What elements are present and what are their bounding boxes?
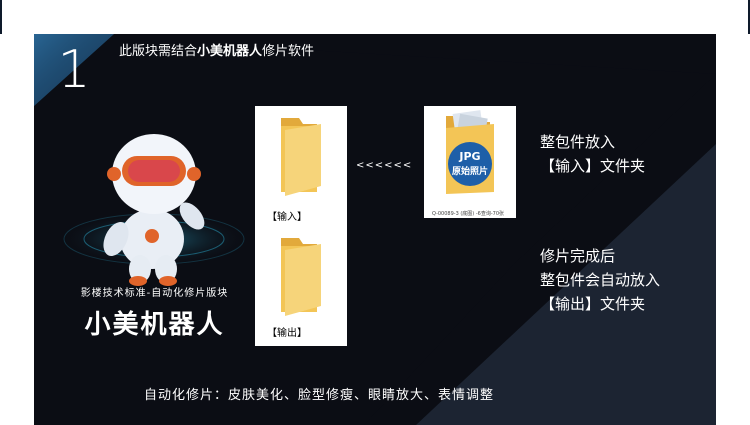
badge-line1: JPG <box>459 150 481 163</box>
input-folder-card[interactable]: 【输入】 <box>255 106 347 226</box>
top-strip <box>0 0 750 34</box>
photo-folder-icon <box>446 110 494 194</box>
input-folder-label: 【输入】 <box>267 212 307 223</box>
section-number: 1 <box>57 40 91 100</box>
title-suffix: 修片软件 <box>262 44 315 59</box>
folder-icon <box>281 238 321 316</box>
content-panel: 1 此版块需结合小美机器人修片软件 影楼技术标准-自 <box>34 34 716 425</box>
section-title: 此版块需结合小美机器人修片软件 <box>119 40 314 59</box>
step2-line2: 整包件会自动放入 <box>540 271 661 289</box>
title-bold: 小美机器人 <box>197 44 263 59</box>
left-edge-line <box>0 0 2 34</box>
step2-text: 修片完成后 整包件会自动放入 【输出】文件夹 <box>540 244 660 316</box>
title-prefix: 此版块需结合 <box>119 44 198 59</box>
step1-text: 整包件放入 【输入】文件夹 <box>540 130 645 178</box>
step1-line2: 【输入】文件夹 <box>540 157 646 175</box>
badge-line2: 原始照片 <box>451 167 488 177</box>
features-footer: 自动化修片：皮肤美化、脸型修瘦、眼睛放大、表情调整 <box>144 388 495 403</box>
output-folder-label: 【输出】 <box>267 328 307 339</box>
transfer-arrows: <<<<<< <box>356 160 413 171</box>
source-photos-card[interactable]: JPG 原始照片 Q-00089-3 (底图) -6查询-70张 <box>424 106 516 218</box>
brand-subtitle: 影楼技术标准-自动化修片版块 <box>80 288 229 299</box>
step2-line1: 修片完成后 <box>540 247 616 265</box>
source-caption: Q-00089-3 (底图) -6查询-70张 <box>432 211 505 217</box>
right-edge-line <box>748 0 750 34</box>
robot-illustration <box>74 124 254 294</box>
folder-icon <box>281 118 321 196</box>
step2-line3: 【输出】文件夹 <box>540 295 646 313</box>
output-folder-card[interactable]: 【输出】 <box>255 226 347 346</box>
brand-name: 小美机器人 <box>84 310 225 340</box>
step1-line1: 整包件放入 <box>540 133 616 151</box>
